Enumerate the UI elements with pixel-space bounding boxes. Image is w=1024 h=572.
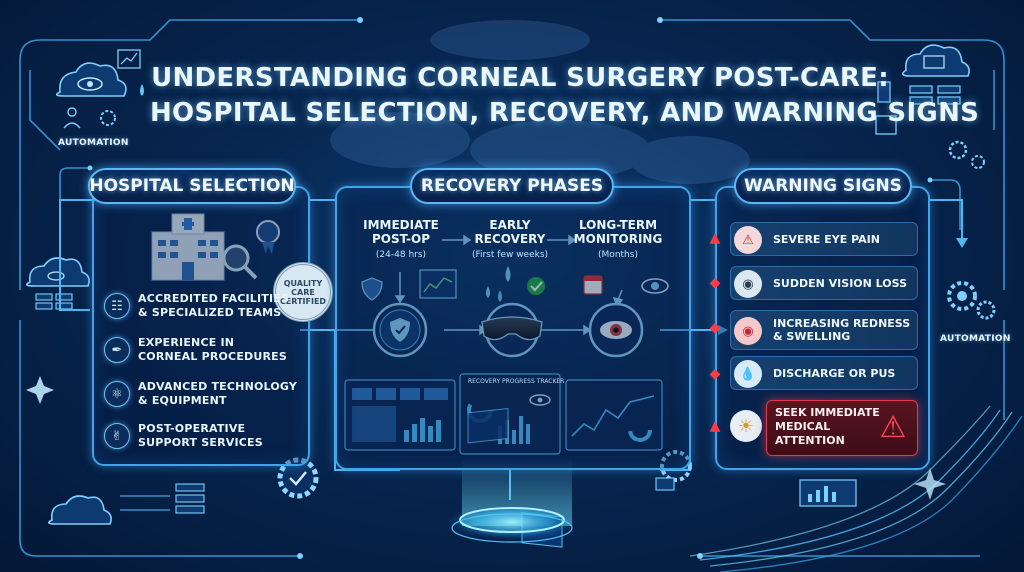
- warning-marker-icon: ◆: [709, 320, 721, 336]
- warning-triangle-icon: ⚠: [734, 226, 762, 254]
- warning-marker-icon: ▲: [709, 418, 721, 434]
- phase-immediate-label: IMMEDIATE POST-OP: [363, 218, 439, 246]
- warning-sign-discharge: 💧 DISCHARGE OR PUS: [730, 356, 918, 390]
- seek-medical-attention-alert: SEEK IMMEDIATE MEDICAL ATTENTION ⚠: [766, 400, 918, 456]
- hospital-criterion-text: POST-OPERATIVE SUPPORT SERVICES: [138, 422, 263, 449]
- scalpel-icon: ✒: [104, 337, 130, 363]
- microscope-icon: ⚛: [104, 381, 130, 407]
- warning-sign-redness: ◉ INCREASING REDNESS & SWELLING: [730, 310, 918, 350]
- phase-longterm-duration: (Months): [598, 250, 638, 260]
- phase-immediate-duration: (24-48 hrs): [375, 250, 427, 260]
- hospital-icon: ☷: [104, 293, 130, 319]
- warning-sign-text: SEVERE EYE PAIN: [773, 232, 880, 246]
- sun-glare-icon: ☀: [730, 410, 762, 442]
- page-title-line-1: UNDERSTANDING CORNEAL SURGERY POST-CARE:: [151, 63, 889, 93]
- alert-icon: ⚠: [879, 410, 907, 445]
- warning-marker-icon: ▲: [709, 230, 721, 246]
- hospital-criterion-technology: ⚛ ADVANCED TECHNOLOGY & EQUIPMENT: [104, 380, 297, 408]
- hospital-criterion-experience: ✒ EXPERIENCE IN CORNEAL PROCEDURES: [104, 336, 287, 364]
- warning-sign-text: INCREASING REDNESS & SWELLING: [773, 317, 911, 343]
- quality-care-certified-badge: QUALITY CARE CERTIFIED: [273, 262, 333, 322]
- warning-marker-icon: ◆: [709, 275, 721, 291]
- phase-longterm-label: LONG-TERM MONITORING: [573, 218, 663, 246]
- recovery-phases-heading: RECOVERY PHASES: [410, 168, 614, 204]
- hospital-criterion-text: ACCREDITED FACILITIES & SPECIALIZED TEAM…: [138, 292, 290, 319]
- drop-icon: 💧: [734, 360, 762, 388]
- hospital-selection-heading: HOSPITAL SELECTION: [88, 168, 296, 204]
- hospital-criterion-support: ✌ POST-OPERATIVE SUPPORT SERVICES: [104, 422, 263, 450]
- automation-label-left: AUTOMATION: [58, 138, 129, 148]
- recovery-phases-panel: [335, 186, 691, 470]
- alert-text: SEEK IMMEDIATE MEDICAL ATTENTION: [775, 406, 880, 447]
- automation-label-right: AUTOMATION: [940, 334, 1011, 344]
- warning-sign-severe-pain: ⚠ SEVERE EYE PAIN: [730, 222, 918, 256]
- warning-sign-vision-loss: ◉ SUDDEN VISION LOSS: [730, 266, 918, 300]
- hospital-criterion-text: EXPERIENCE IN CORNEAL PROCEDURES: [138, 336, 288, 363]
- warning-marker-icon: ◆: [709, 366, 721, 382]
- phase-early-duration: (First few weeks): [471, 250, 549, 260]
- hospital-criterion-accredited: ☷ ACCREDITED FACILITIES & SPECIALIZED TE…: [104, 292, 289, 320]
- recovery-progress-tracker-caption: RECOVERY PROGRESS TRACKER: [468, 378, 565, 385]
- eye-icon: ◉: [734, 270, 762, 298]
- phase-early-label: EARLY RECOVERY: [474, 218, 546, 246]
- warning-sign-text: DISCHARGE OR PUS: [773, 366, 896, 380]
- red-eye-icon: ◉: [734, 317, 762, 345]
- page-title-line-2: HOSPITAL SELECTION, RECOVERY, AND WARNIN…: [150, 98, 980, 128]
- handshake-icon: ✌: [104, 423, 130, 449]
- warning-signs-heading: WARNING SIGNS: [734, 168, 912, 204]
- hospital-selection-panel: [92, 186, 310, 466]
- warning-sign-text: SUDDEN VISION LOSS: [773, 276, 907, 290]
- hospital-criterion-text: ADVANCED TECHNOLOGY & EQUIPMENT: [138, 380, 298, 407]
